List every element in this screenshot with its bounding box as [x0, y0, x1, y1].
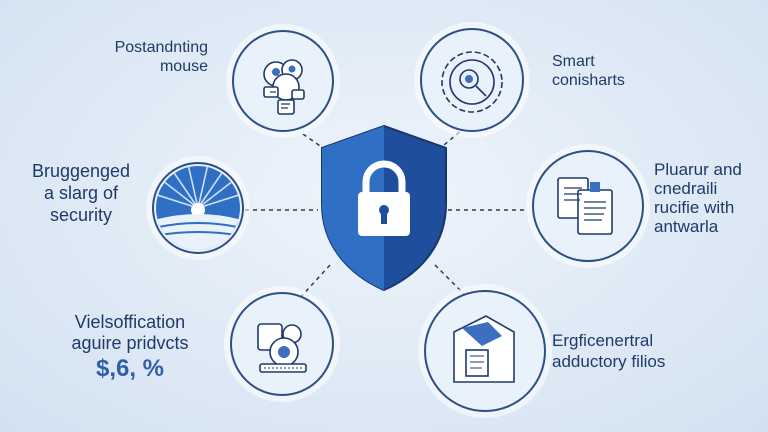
icon-circle-mid-right — [532, 150, 644, 262]
collaboration-people-icon — [263, 59, 305, 115]
shield-lock-icon — [321, 124, 447, 292]
label-mid-right: Pluarur and cnedraili rucifie with antwa… — [654, 160, 742, 236]
label-top-left: Postandnting mouse — [114, 39, 208, 75]
bottom-left-value: $,6, % — [95, 355, 165, 382]
folder-document-icon — [453, 315, 515, 383]
icon-circle-top-left — [232, 30, 334, 132]
sunrise-landscape-icon — [156, 166, 240, 250]
label-mid-left: Bruggenged a slarg of security — [31, 161, 131, 225]
icon-circle-top-right — [420, 28, 524, 132]
label-bottom-right: Ergficenertral adductory filios — [552, 331, 666, 371]
documents-hand-icon — [557, 177, 613, 235]
gear-wrench-icon — [441, 51, 503, 113]
label-bottom-left: Vielsoffication aguire pridvcts $,6, % — [40, 312, 220, 384]
icon-circle-bottom-right — [424, 290, 546, 412]
devices-icon — [257, 323, 307, 373]
label-top-right: Smart conisharts — [552, 53, 625, 89]
icon-circle-bottom-left — [230, 292, 334, 396]
icon-circle-mid-left — [152, 162, 244, 254]
